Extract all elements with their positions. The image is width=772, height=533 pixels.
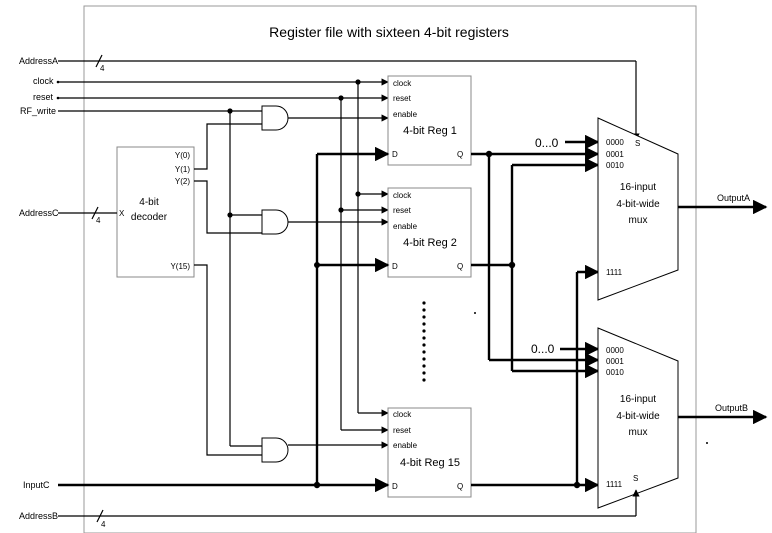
register-15-name: 4-bit Reg 15 xyxy=(400,457,460,469)
zero-constant-b-label: 0...0 xyxy=(531,342,555,356)
mux-a-title-1: 16-input xyxy=(620,182,656,193)
decoder-out-y2: Y(2) xyxy=(175,177,190,186)
svg-text:reset: reset xyxy=(393,206,412,215)
svg-text:0000: 0000 xyxy=(606,346,624,355)
svg-text:0001: 0001 xyxy=(606,357,624,366)
address-a-width: 4 xyxy=(100,64,105,73)
and-gate-1 xyxy=(261,105,289,131)
reg15-output-bus xyxy=(471,264,600,493)
svg-text:reset: reset xyxy=(393,426,412,435)
mux-a-title-2: 4-bit-wide xyxy=(616,199,660,210)
address-b-label: AddressB xyxy=(19,511,58,521)
mux-b: 0000 0001 0010 1111 S 16-input 4-bit-wid… xyxy=(597,327,679,509)
clock-label: clock xyxy=(33,76,54,86)
decoder-output-wires xyxy=(194,123,262,456)
address-c-wire xyxy=(58,206,117,220)
register-15: clock reset enable 4-bit Reg 15 D Q xyxy=(387,407,472,498)
svg-text:reset: reset xyxy=(393,94,412,103)
decoder-block xyxy=(116,146,195,278)
address-c-label: AddressC xyxy=(19,208,59,218)
mux-b-title-1: 16-input xyxy=(620,394,656,405)
svg-text:enable: enable xyxy=(393,110,418,119)
reg1-output-bus xyxy=(471,146,600,368)
svg-text:enable: enable xyxy=(393,222,418,231)
svg-text:D: D xyxy=(392,150,398,159)
clock-wire xyxy=(56,78,389,417)
register-2-name: 4-bit Reg 2 xyxy=(403,237,457,249)
register-file-frame xyxy=(83,5,697,533)
and-gate-2 xyxy=(261,209,289,235)
address-a-wire xyxy=(58,54,640,141)
output-b-label: OutputB xyxy=(715,403,748,413)
svg-text:Q: Q xyxy=(457,150,463,159)
enable-wires xyxy=(288,114,389,449)
address-b-width: 4 xyxy=(101,520,106,529)
svg-text:clock: clock xyxy=(393,410,412,419)
diagram-title: Register file with sixteen 4-bit registe… xyxy=(269,24,509,40)
register-1-name: 4-bit Reg 1 xyxy=(403,125,457,137)
svg-text:1111: 1111 xyxy=(606,480,623,489)
rf-write-wire xyxy=(58,108,262,447)
register-2: clock reset enable 4-bit Reg 2 D Q xyxy=(387,187,472,278)
decoder-out-y15: Y(15) xyxy=(170,262,190,271)
decoder-out-y0: Y(0) xyxy=(175,151,190,160)
svg-text:S: S xyxy=(635,139,640,148)
svg-text:0010: 0010 xyxy=(606,368,624,377)
decoder-input-x: X xyxy=(119,209,125,218)
svg-text:1111: 1111 xyxy=(606,268,623,277)
svg-text:Q: Q xyxy=(457,262,463,271)
and-gate-15 xyxy=(261,437,289,463)
address-a-label: AddressA xyxy=(19,56,58,66)
svg-text:0010: 0010 xyxy=(606,161,624,170)
reset-label: reset xyxy=(33,92,54,102)
svg-text:S: S xyxy=(633,474,638,483)
input-c-label: InputC xyxy=(23,480,50,490)
address-b-wire xyxy=(58,489,640,523)
mux-b-title-2: 4-bit-wide xyxy=(616,411,660,422)
svg-text:enable: enable xyxy=(393,441,418,450)
reset-wire xyxy=(56,94,389,434)
decoder-out-y1: Y(1) xyxy=(175,165,190,174)
svg-text:Q: Q xyxy=(457,482,463,491)
zero-constant-a-label: 0...0 xyxy=(535,136,559,150)
output-a-label: OutputA xyxy=(717,193,750,203)
svg-text:D: D xyxy=(392,262,398,271)
svg-text:clock: clock xyxy=(393,79,412,88)
register-1: clock reset enable 4-bit Reg 1 D Q xyxy=(387,75,472,166)
svg-text:0000: 0000 xyxy=(606,138,624,147)
decoder-title-2: decoder xyxy=(131,212,168,223)
svg-text:D: D xyxy=(392,482,398,491)
decoder-title-1: 4-bit xyxy=(139,197,159,208)
register-ellipsis xyxy=(422,301,708,444)
mux-a: 0000 0001 0010 1111 S 16-input 4-bit-wid… xyxy=(597,117,679,301)
svg-text:clock: clock xyxy=(393,191,412,200)
reg2-output-bus xyxy=(471,157,600,379)
mux-a-title-3: mux xyxy=(629,215,648,226)
svg-text:0001: 0001 xyxy=(606,150,624,159)
address-c-width: 4 xyxy=(96,216,101,225)
rf-write-label: RF_write xyxy=(20,106,56,116)
mux-b-title-3: mux xyxy=(629,427,648,438)
input-c-bus xyxy=(58,146,390,493)
